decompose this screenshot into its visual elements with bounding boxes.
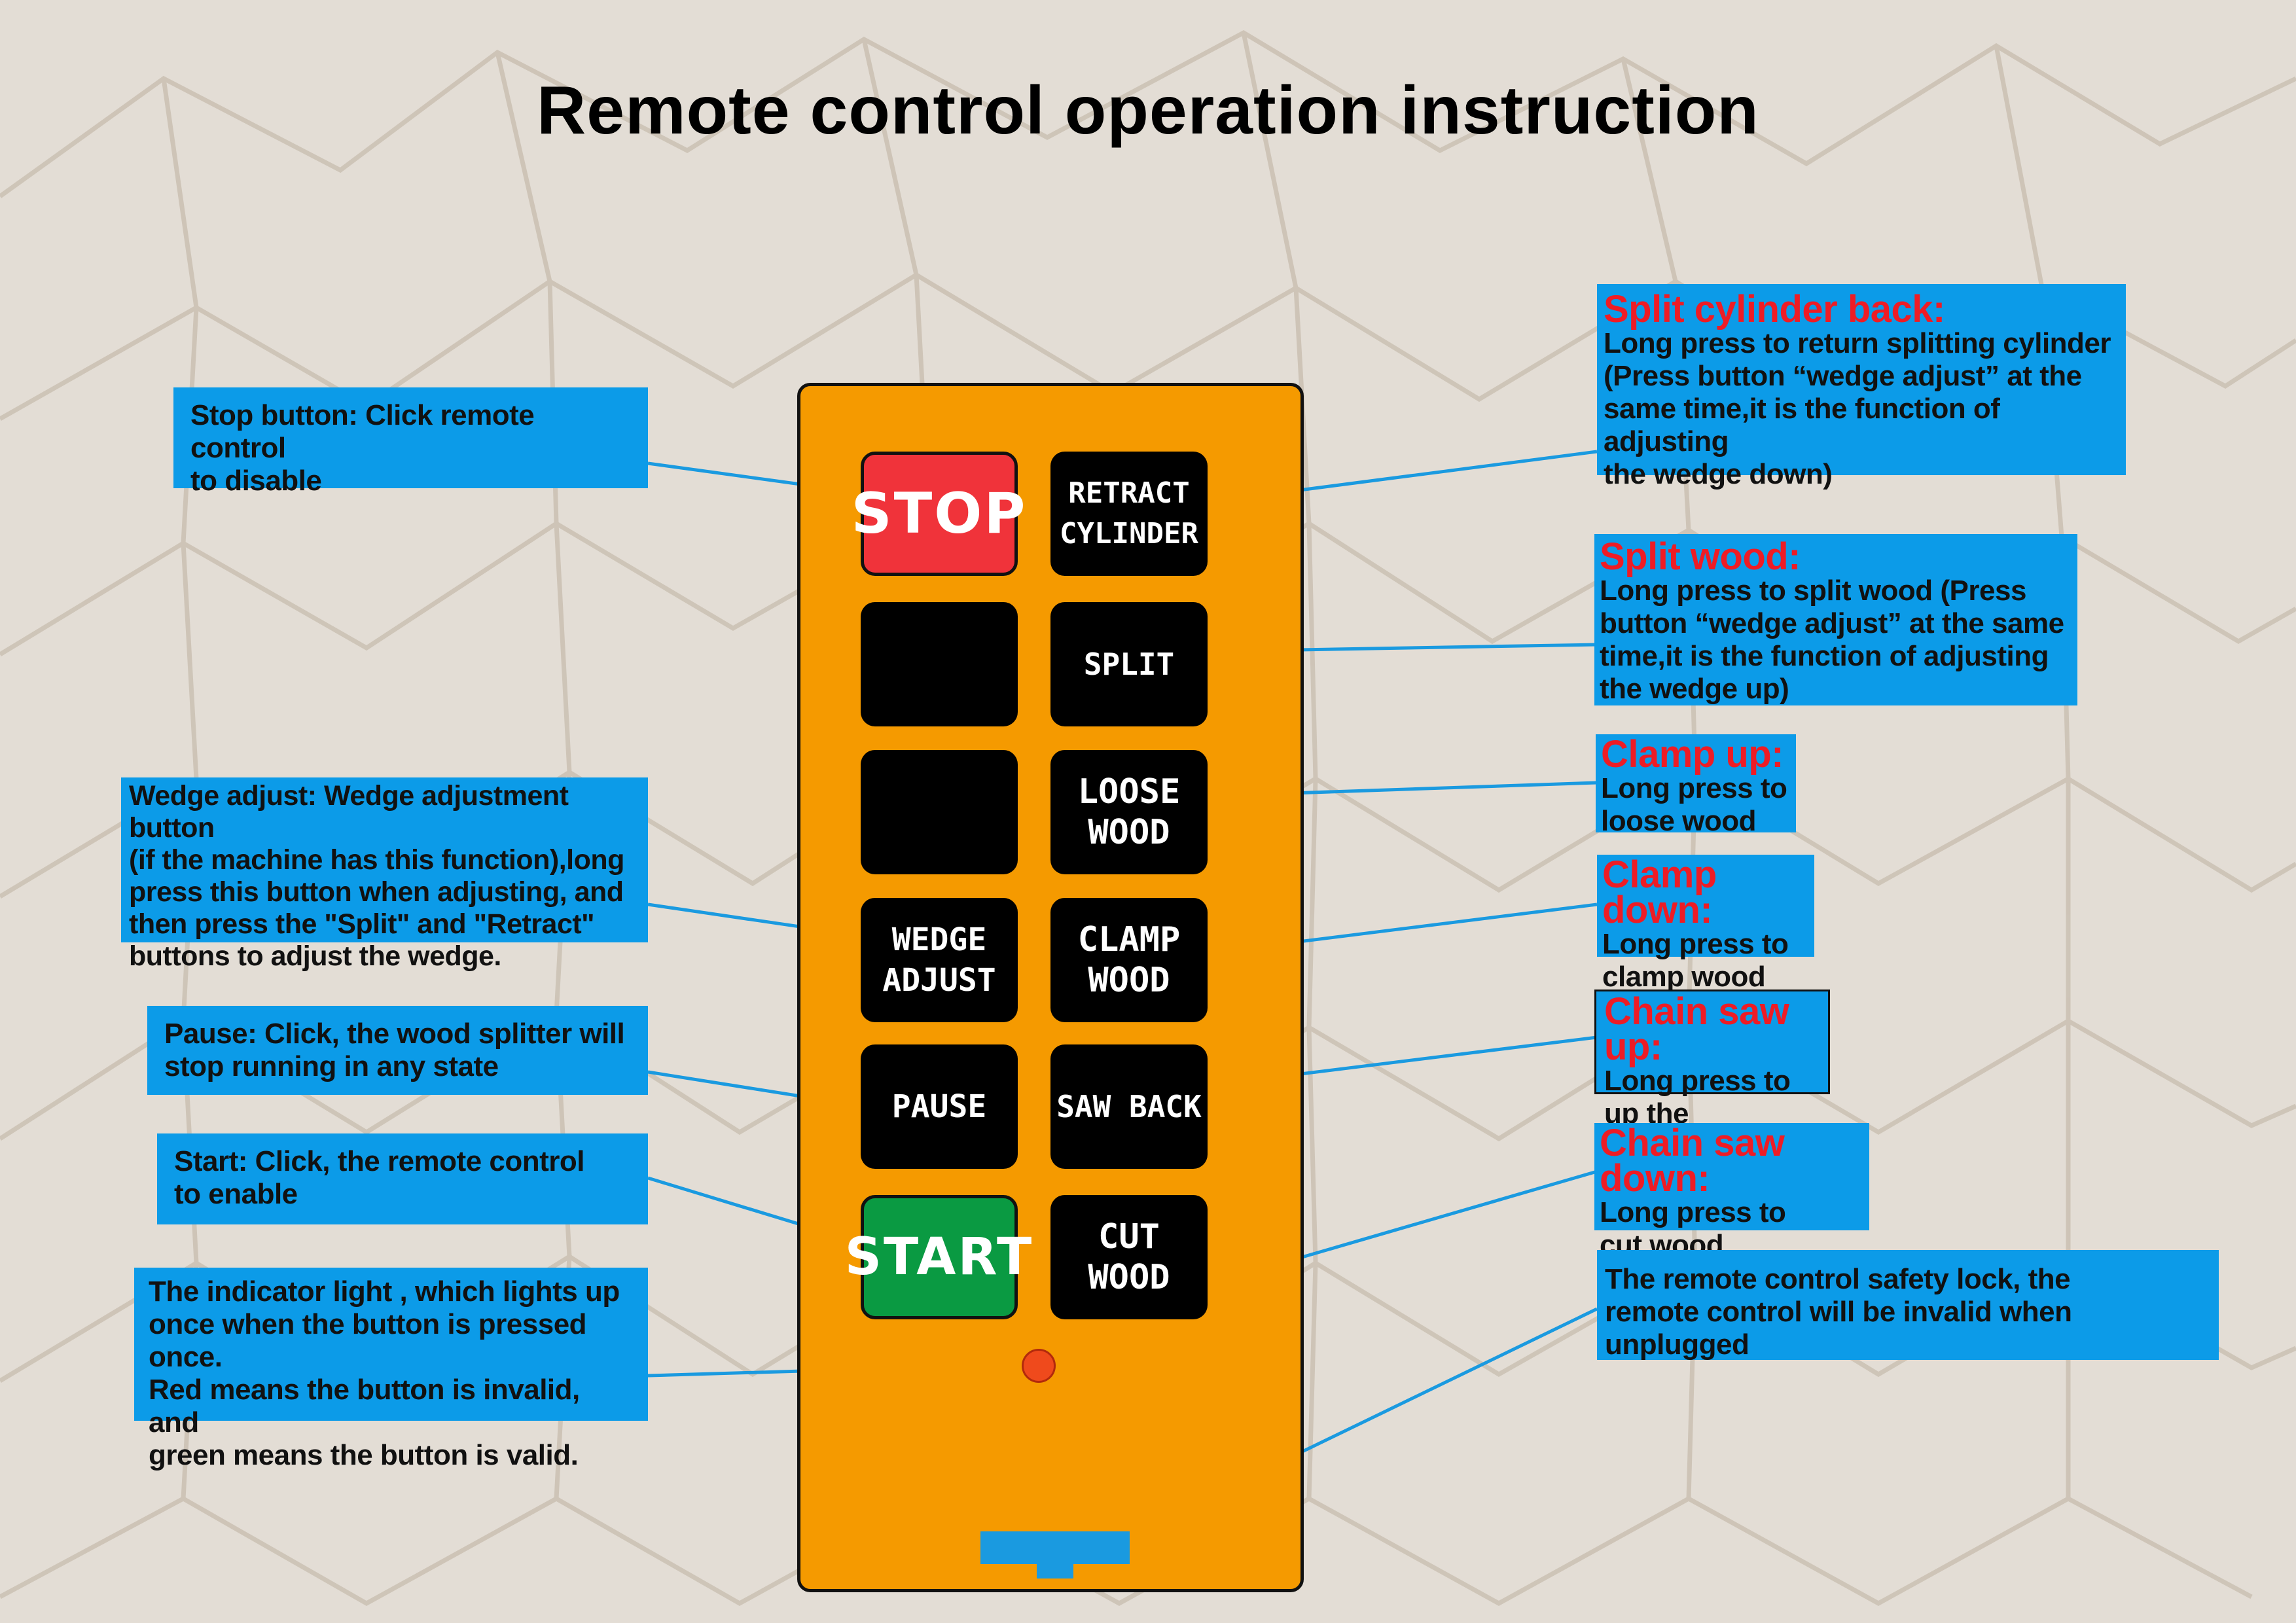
page-title: Remote control operation instruction [537,73,1759,149]
split-button[interactable]: SPLIT [1050,602,1208,726]
cut-wood-button[interactable]: CUT WOOD [1050,1195,1208,1319]
callout-indicator-text: The indicator light , which lights up on… [149,1275,620,1471]
blank-button-1[interactable] [861,602,1018,726]
callout-split-cylinder-back-heading: Split cylinder back: [1604,288,1945,330]
callout-start: Start: Click, the remote control to enab… [157,1133,648,1224]
callout-split-wood: Split wood: Long press to split wood (Pr… [1594,534,2077,705]
callout-clamp-down: Clamp down: Long press to clamp wood [1597,853,1814,993]
callout-chain-saw-down: Chain saw down: Long press to cut wood [1594,1122,1869,1261]
callout-start-text: Start: Click, the remote control to enab… [174,1145,585,1210]
callout-pause-text: Pause: Click, the wood splitter will sto… [164,1018,625,1082]
callout-clamp-up-text: Long press to loose wood [1601,772,1787,837]
callout-clamp-down-heading: Clamp down: [1602,853,1717,931]
callout-clamp-down-text: Long press to clamp wood [1602,928,1789,993]
callout-split-cylinder-back-text: Long press to return splitting cylinder … [1604,327,2111,490]
callout-split-wood-heading: Split wood: [1600,535,1801,578]
callout-stop: Stop button: Click remote control to dis… [173,387,648,497]
blank-button-2[interactable] [861,750,1018,874]
callout-indicator: The indicator light , which lights up on… [134,1268,648,1471]
start-button[interactable]: START [845,1195,1031,1319]
callout-chain-saw-down-heading: Chain saw down: [1600,1122,1785,1200]
callout-stop-text: Stop button: Click remote control to dis… [190,399,535,497]
stop-button[interactable]: STOP [852,452,1025,576]
callout-clamp-up: Clamp up: Long press to loose wood [1596,733,1796,837]
callout-chain-saw-up-heading: Chain saw up: [1604,990,1789,1068]
callout-clamp-up-heading: Clamp up: [1601,733,1784,776]
indicator-light [1022,1349,1056,1383]
saw-back-button[interactable]: SAW BACK [1050,1044,1208,1169]
callout-split-wood-text: Long press to split wood (Press button “… [1600,575,2064,705]
callout-safety-lock-text: The remote control safety lock, the remo… [1605,1263,2072,1361]
callout-split-cylinder-back: Split cylinder back: Long press to retur… [1597,284,2126,490]
pause-button[interactable]: PAUSE [861,1044,1018,1169]
retract-cylinder-button[interactable]: RETRACT CYLINDER [1050,452,1208,576]
loose-wood-button[interactable]: LOOSE WOOD [1050,750,1208,874]
wedge-adjust-button[interactable]: WEDGE ADJUST [861,898,1018,1022]
callout-wedge-adjust-text: Wedge adjust: Wedge adjustment button (i… [129,780,624,972]
callout-chain-saw-up: Chain saw up: Long press to up the chain… [1594,990,1830,1162]
callout-safety-lock: The remote control safety lock, the remo… [1597,1250,2219,1361]
safety-lock-plug[interactable] [980,1531,1130,1564]
safety-lock-stem [1037,1563,1073,1578]
clamp-wood-button[interactable]: CLAMP WOOD [1050,898,1208,1022]
callout-wedge-adjust: Wedge adjust: Wedge adjustment button (i… [121,777,648,972]
callout-pause: Pause: Click, the wood splitter will sto… [147,1006,648,1095]
